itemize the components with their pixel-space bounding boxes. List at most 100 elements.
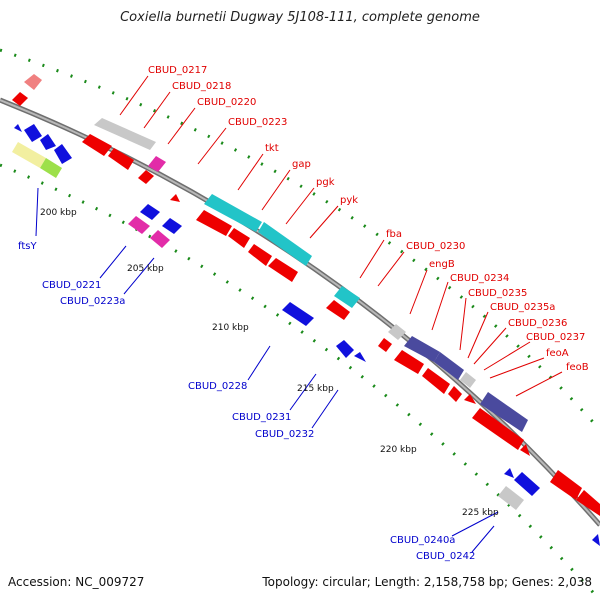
label-CBUD_0230: CBUD_0230 — [406, 241, 465, 252]
label-CBUD_0235a: CBUD_0235a — [490, 302, 555, 313]
leader-CBUD_0223 — [197, 127, 227, 165]
feature-cds-gap — [228, 228, 250, 248]
kbp-label-220: 220 kbp — [380, 445, 417, 455]
leader-feoA — [489, 357, 545, 379]
leader-CBUD_0221 — [99, 245, 127, 279]
feature-cds-engB — [394, 350, 424, 374]
leader-tkt — [237, 153, 264, 191]
feature-blue-ftsY-1 — [24, 124, 42, 142]
feature-cds-pyk — [268, 258, 298, 282]
label-gap: gap — [292, 159, 311, 170]
tick-rings — [0, 48, 600, 600]
feature-cds-0235a — [448, 386, 462, 402]
label-CBUD_0236: CBUD_0236 — [508, 318, 567, 329]
label-CBUD_0223: CBUD_0223 — [228, 117, 287, 128]
feature-cds-0220 — [138, 170, 154, 184]
label-fba: fba — [386, 229, 402, 240]
label-CBUD_0221: CBUD_0221 — [42, 280, 101, 291]
leader-fba — [359, 239, 385, 279]
leader-CBUD_0223a — [123, 257, 155, 295]
leader-CBUD_0236 — [473, 327, 507, 365]
leader-engB — [409, 269, 428, 315]
label-CBUD_0237: CBUD_0237 — [526, 332, 585, 343]
feature-blue-0221b — [162, 218, 182, 234]
feature-salmon-left — [24, 74, 42, 90]
label-engB: engB — [429, 259, 455, 270]
feature-cds-tkt — [196, 210, 232, 236]
feature-blue-0242 — [592, 534, 600, 546]
leader-pyk — [309, 205, 339, 239]
leader-CBUD_0242 — [471, 525, 495, 553]
feature-purple-engB — [404, 336, 440, 362]
feature-yellow-ftsY — [12, 142, 46, 168]
label-CBUD_0232: CBUD_0232 — [255, 429, 314, 440]
label-ftsY: ftsY — [18, 241, 37, 252]
reverse-features — [12, 124, 600, 546]
leader-CBUD_0220 — [167, 107, 196, 145]
leader-CBUD_0235a — [467, 311, 489, 359]
label-CBUD_0242: CBUD_0242 — [416, 551, 475, 562]
forward-features — [12, 74, 600, 516]
leader-CBUD_0235 — [459, 297, 467, 351]
feature-magenta-0221 — [128, 216, 150, 234]
feature-gray-0230 — [388, 324, 406, 340]
feature-magenta-0220 — [148, 156, 166, 172]
leader-CBUD_0228 — [247, 345, 271, 381]
feature-gray-0217 — [94, 118, 156, 150]
label-CBUD_0217: CBUD_0217 — [148, 65, 207, 76]
feature-cds-0217 — [82, 134, 112, 156]
genome-summary-text: Topology: circular; Length: 2,158,758 bp… — [262, 575, 592, 589]
leader-CBUD_0217 — [119, 75, 149, 116]
label-CBUD_0218: CBUD_0218 — [172, 81, 231, 92]
feature-purple-feoB — [480, 392, 528, 432]
feature-cds-0241 — [576, 490, 600, 516]
leader-CBUD_0234 — [431, 281, 449, 331]
feature-blue-0221a — [140, 204, 160, 220]
label-CBUD_0220: CBUD_0220 — [197, 97, 256, 108]
leader-feoB — [515, 371, 563, 397]
feature-blue-0228 — [282, 302, 314, 326]
label-CBUD_0235: CBUD_0235 — [468, 288, 527, 299]
feature-magenta-0223a — [150, 230, 170, 248]
feature-blue-ftsY-2 — [40, 134, 56, 150]
leader-CBUD_0232 — [311, 389, 339, 429]
label-CBUD_0240a: CBUD_0240a — [390, 535, 455, 546]
feature-cds-feoB — [472, 408, 524, 450]
feature-purple-0234 — [434, 352, 464, 380]
label-feoB: feoB — [566, 362, 589, 373]
kbp-label-205: 205 kbp — [127, 264, 164, 274]
tick-ring-inner — [0, 163, 600, 600]
feature-cds-pgk — [248, 244, 272, 266]
leader-CBUD_0231 — [289, 373, 317, 411]
feature-cds-0223 — [170, 194, 180, 202]
feature-cds-feoA — [464, 394, 476, 404]
feature-cds-left — [12, 92, 28, 106]
scale-labels: 200 kbp 205 kbp 210 kbp 215 kbp 220 kbp … — [40, 208, 499, 518]
label-CBUD_0231: CBUD_0231 — [232, 412, 291, 423]
forward-leaders — [119, 75, 563, 397]
leader-gap — [261, 169, 291, 211]
feature-cds-0240 — [550, 470, 582, 500]
reverse-labels: ftsY CBUD_0221 CBUD_0223a CBUD_0228 CBUD… — [18, 241, 475, 562]
kbp-label-210: 210 kbp — [212, 323, 249, 333]
feature-blue-ftsY-3 — [54, 144, 72, 164]
leader-CBUD_0237 — [483, 341, 531, 371]
feature-cds-0237 — [520, 444, 530, 456]
feature-blue-0231 — [336, 340, 354, 358]
leader-ftsY — [35, 187, 39, 237]
leader-CBUD_0218 — [143, 91, 171, 129]
accession-text: Accession: NC_009727 — [8, 575, 145, 589]
label-CBUD_0234: CBUD_0234 — [450, 273, 509, 284]
feature-blue-0240 — [514, 472, 540, 496]
label-CBUD_0228: CBUD_0228 — [188, 381, 247, 392]
feature-gray-0240a — [498, 486, 524, 510]
label-pgk: pgk — [316, 177, 335, 188]
kbp-label-200: 200 kbp — [40, 208, 77, 218]
feature-cds-0218 — [108, 148, 134, 170]
feature-blue-0232 — [354, 352, 366, 362]
label-pyk: pyk — [340, 195, 358, 206]
feature-lime-ftsY — [40, 158, 62, 178]
label-CBUD_0223a: CBUD_0223a — [60, 296, 125, 307]
